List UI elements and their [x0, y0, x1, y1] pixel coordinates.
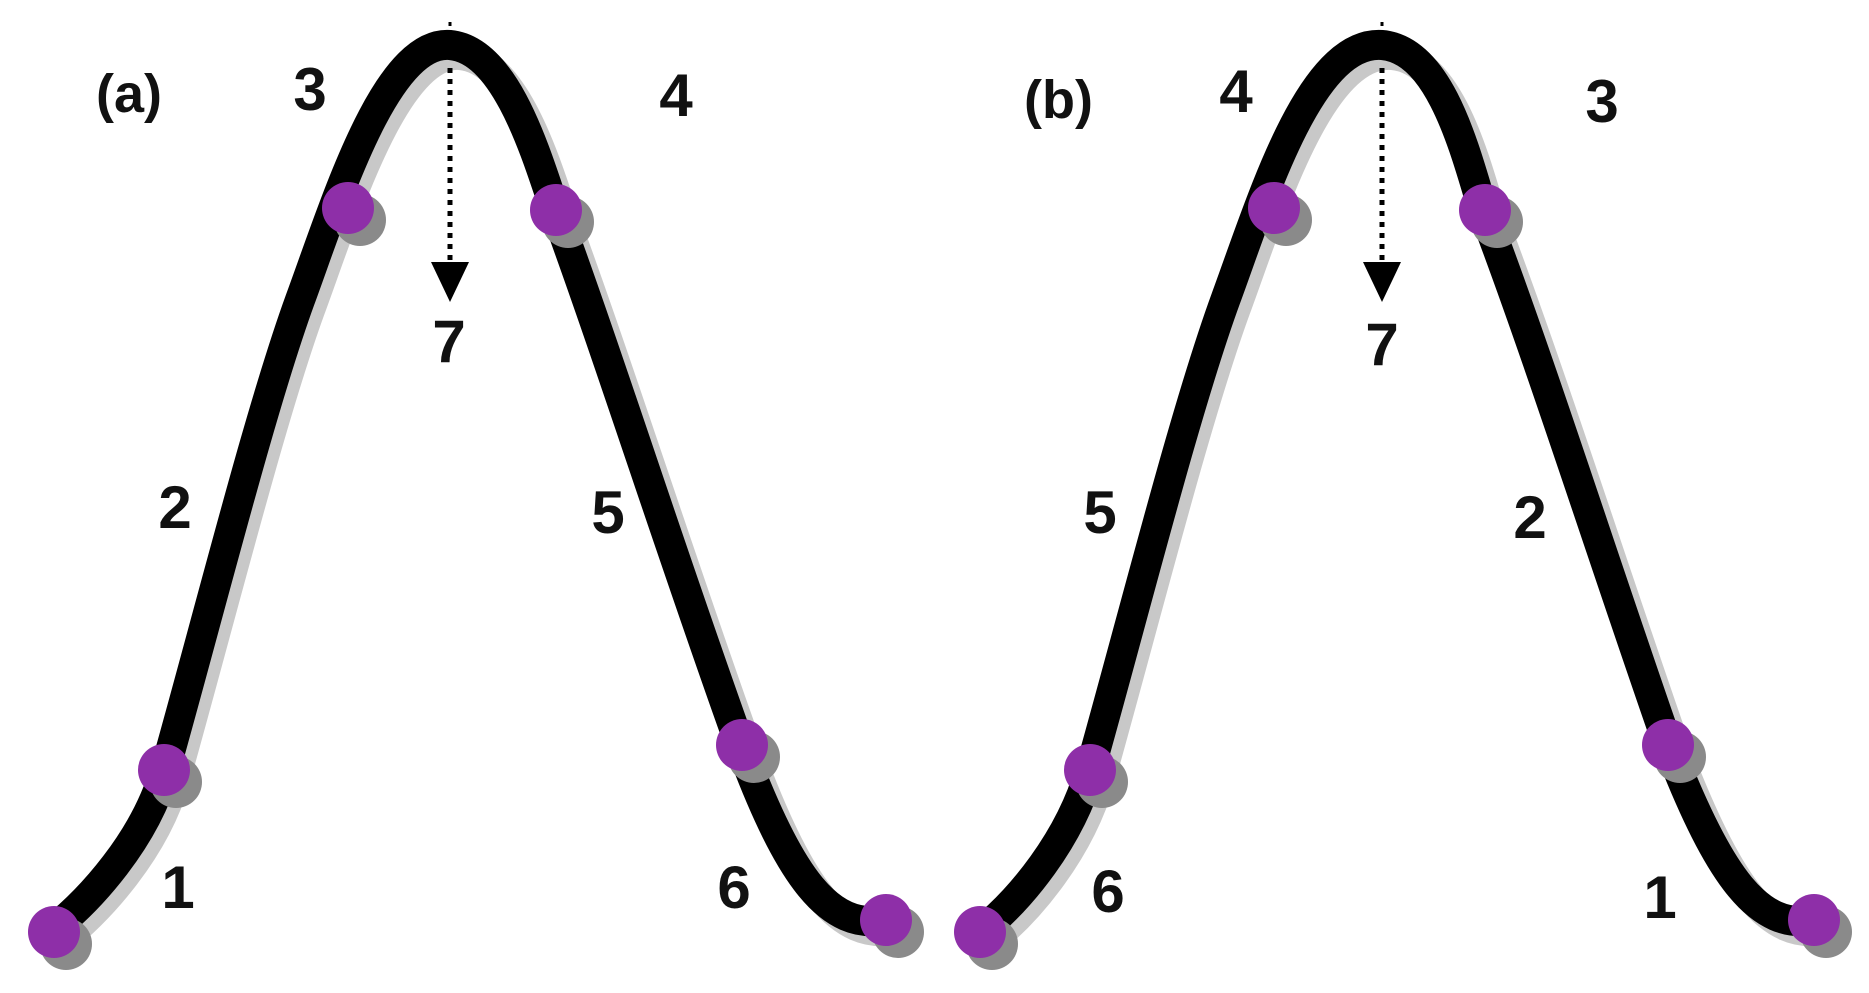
panel-b-peak-label: 7: [1365, 311, 1398, 378]
arrow-down-icon: [431, 262, 469, 302]
node: [28, 906, 92, 970]
panel-b-segment-label-1: 1: [1643, 864, 1676, 931]
node: [860, 894, 924, 958]
panel-b-label: (b): [1024, 70, 1093, 130]
panel-a-nodes: [28, 182, 924, 970]
node: [1064, 744, 1128, 808]
panel-a-segment-label-1: 1: [161, 854, 194, 921]
panel-b-segment-label-5: 5: [1083, 479, 1116, 546]
panel-a: (a) 1 2 3 4 5 6 7: [28, 22, 924, 970]
arrow-down-icon: [1363, 262, 1401, 302]
panel-a-label: (a): [96, 64, 162, 124]
panel-b-segment-label-2: 2: [1513, 484, 1546, 551]
panel-a-segment-label-2: 2: [158, 474, 191, 541]
panel-b-segment-label-3: 3: [1585, 68, 1618, 135]
node: [530, 184, 594, 248]
node: [1788, 894, 1852, 958]
panel-a-peak-label: 7: [432, 308, 465, 375]
node: [322, 182, 386, 246]
node: [716, 719, 780, 783]
panel-a-segment-label-3: 3: [293, 56, 326, 123]
node: [1642, 719, 1706, 783]
panel-b-nodes: [954, 182, 1852, 970]
panel-a-segment-label-5: 5: [591, 479, 624, 546]
node: [1248, 182, 1312, 246]
node: [1459, 184, 1523, 248]
node: [954, 906, 1018, 970]
panel-a-segment-label-6: 6: [717, 854, 750, 921]
panel-b-segment-label-4: 4: [1219, 58, 1253, 125]
panel-b: (b) 6 5 4 3 2 1 7: [954, 22, 1852, 970]
node: [138, 744, 202, 808]
panel-a-segment-label-4: 4: [659, 62, 693, 129]
panel-b-segment-label-6: 6: [1091, 858, 1124, 925]
